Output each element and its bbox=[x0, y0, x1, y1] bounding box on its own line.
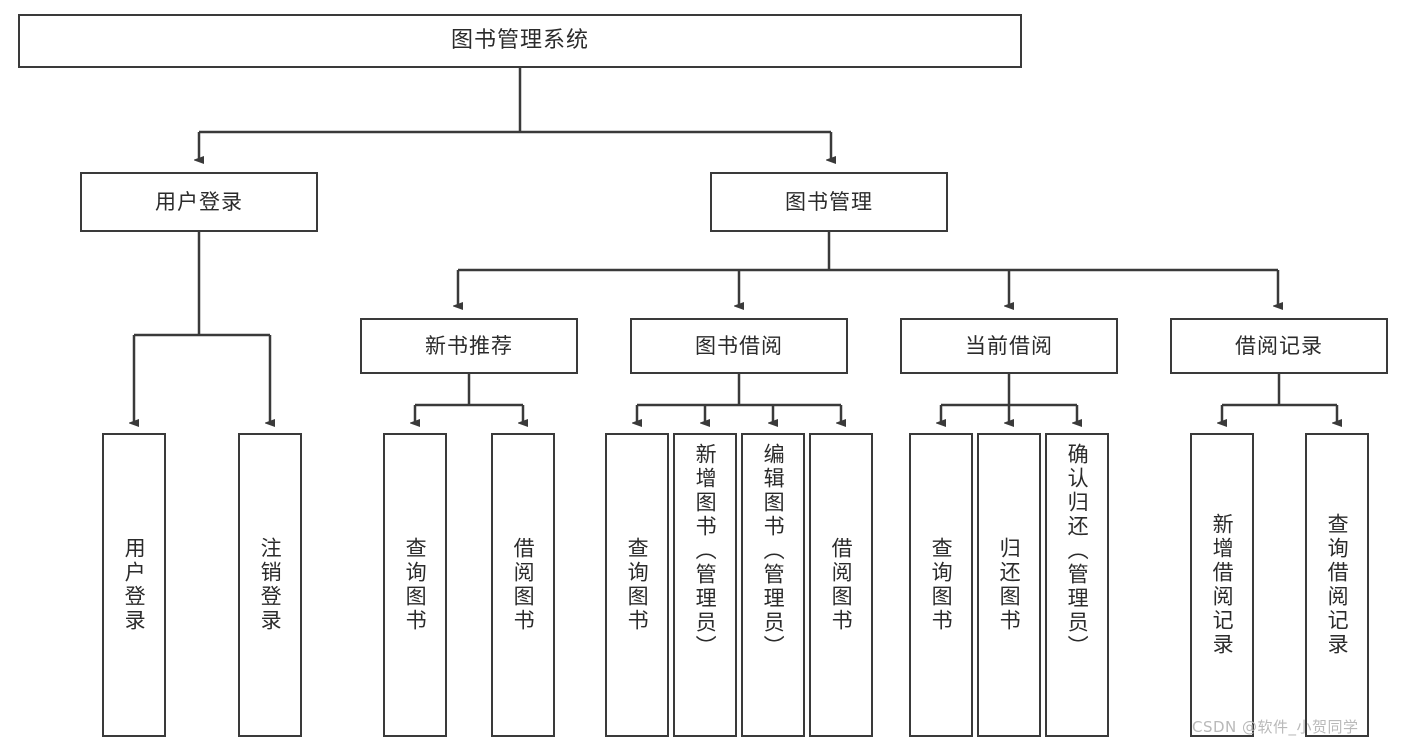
node-label: 注销登录 bbox=[258, 537, 283, 633]
node-label: 借阅图书 bbox=[829, 537, 854, 633]
leaf-current-confirm-return-admin[interactable]: 确认归还（管理员） bbox=[1045, 433, 1109, 737]
node-label: 用户登录 bbox=[155, 189, 243, 214]
leaf-recommend-query-book[interactable]: 查询图书 bbox=[383, 433, 447, 737]
leaf-user-logout[interactable]: 注销登录 bbox=[238, 433, 302, 737]
leaf-borrow-borrow-book[interactable]: 借阅图书 bbox=[809, 433, 873, 737]
node-label: 图书借阅 bbox=[695, 333, 783, 358]
leaf-current-query-book[interactable]: 查询图书 bbox=[909, 433, 973, 737]
node-current-borrow[interactable]: 当前借阅 bbox=[900, 318, 1118, 374]
leaf-record-add-record[interactable]: 新增借阅记录 bbox=[1190, 433, 1254, 737]
node-label: 查询借阅记录 bbox=[1325, 513, 1350, 657]
node-borrow-record[interactable]: 借阅记录 bbox=[1170, 318, 1388, 374]
node-new-book-recommend[interactable]: 新书推荐 bbox=[360, 318, 578, 374]
node-label: 借阅记录 bbox=[1235, 333, 1323, 358]
node-label: 确认归还（管理员） bbox=[1065, 443, 1090, 659]
node-label: 查询图书 bbox=[625, 537, 650, 633]
node-label: 查询图书 bbox=[403, 537, 428, 633]
leaf-borrow-edit-book-admin[interactable]: 编辑图书（管理员） bbox=[741, 433, 805, 737]
leaf-record-query-record[interactable]: 查询借阅记录 bbox=[1305, 433, 1369, 737]
node-label: 当前借阅 bbox=[965, 333, 1053, 358]
node-user-login[interactable]: 用户登录 bbox=[80, 172, 318, 232]
node-label: 归还图书 bbox=[997, 537, 1022, 633]
leaf-borrow-add-book-admin[interactable]: 新增图书（管理员） bbox=[673, 433, 737, 737]
watermark-text: CSDN @软件_小贺同学 bbox=[1192, 718, 1359, 736]
node-label: 编辑图书（管理员） bbox=[761, 443, 786, 659]
leaf-current-return-book[interactable]: 归还图书 bbox=[977, 433, 1041, 737]
node-label: 图书管理 bbox=[785, 189, 873, 214]
node-label: 新增借阅记录 bbox=[1210, 513, 1235, 657]
node-label: 借阅图书 bbox=[511, 537, 536, 633]
node-label: 新增图书（管理员） bbox=[693, 443, 718, 659]
node-label: 图书管理系统 bbox=[450, 28, 589, 54]
leaf-recommend-borrow-book[interactable]: 借阅图书 bbox=[491, 433, 555, 737]
node-book-management[interactable]: 图书管理 bbox=[710, 172, 948, 232]
node-label: 查询图书 bbox=[929, 537, 954, 633]
node-label: 用户登录 bbox=[122, 537, 147, 633]
node-book-borrow[interactable]: 图书借阅 bbox=[630, 318, 848, 374]
leaf-user-login[interactable]: 用户登录 bbox=[102, 433, 166, 737]
node-label: 新书推荐 bbox=[425, 333, 513, 358]
leaf-borrow-query-book[interactable]: 查询图书 bbox=[605, 433, 669, 737]
node-root-system[interactable]: 图书管理系统 bbox=[18, 14, 1022, 68]
